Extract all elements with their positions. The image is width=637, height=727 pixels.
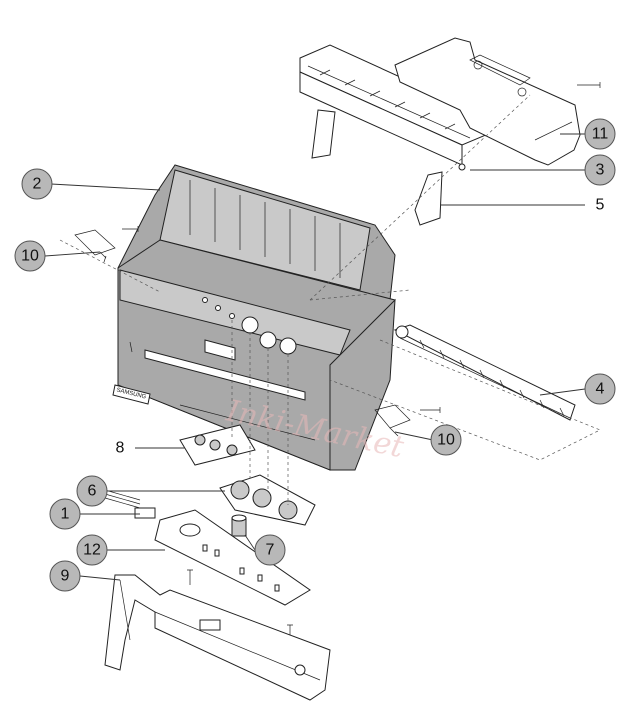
button-cap-8 [179, 424, 256, 466]
ribbon-cable-1 [104, 489, 156, 519]
callout-12-text: 12 [83, 542, 101, 559]
control-panel-6 [219, 474, 316, 526]
callout-11: 11 [584, 118, 616, 150]
callout-5: 5 [596, 197, 605, 214]
callout-3-text: 3 [596, 162, 605, 179]
callout-10a-text: 10 [21, 248, 39, 265]
callout-7-text: 7 [266, 542, 275, 559]
callout-4-text: 4 [596, 381, 605, 398]
align-line-5 [309, 94, 531, 301]
paper-guide-assembly [299, 37, 601, 226]
callout-10a: 10 [14, 240, 46, 272]
knob-7 [231, 514, 247, 537]
leader-4 [539, 388, 586, 396]
callout-7: 7 [254, 534, 286, 566]
callout-1: 1 [49, 498, 81, 530]
leader-9 [79, 575, 121, 581]
callout-12: 12 [76, 534, 108, 566]
label-8: 8 [116, 440, 125, 457]
callout-10b: 10 [430, 424, 462, 456]
leader-10b [394, 431, 434, 441]
align-line-6 [309, 289, 411, 301]
screw-pcb-left [187, 569, 193, 585]
screw-cluster-right [374, 404, 441, 437]
bottom-bracket-9 [104, 574, 331, 701]
callout-9: 9 [49, 560, 81, 592]
leader-2 [50, 183, 161, 191]
screw-cluster-left [59, 226, 161, 293]
callout-3: 3 [584, 154, 616, 186]
callout-6-text: 6 [88, 483, 97, 500]
callout-2: 2 [21, 168, 53, 200]
leader-7 [244, 534, 256, 551]
callout-1-text: 1 [61, 506, 70, 523]
leader-10a [44, 251, 101, 257]
callout-11-text: 11 [592, 126, 609, 143]
callout-10b-text: 10 [437, 432, 455, 449]
callout-5-text: 5 [596, 197, 605, 214]
label-8-text: 8 [116, 440, 125, 457]
main-housing [117, 164, 396, 471]
callout-4: 4 [584, 373, 616, 405]
callout-2-text: 2 [33, 176, 42, 193]
callout-6: 6 [76, 475, 108, 507]
samsung-nameplate: SAMSUNG [112, 384, 151, 405]
pcb-board-12 [154, 509, 311, 606]
callout-9-text: 9 [61, 568, 70, 585]
roller-assembly [329, 324, 601, 461]
